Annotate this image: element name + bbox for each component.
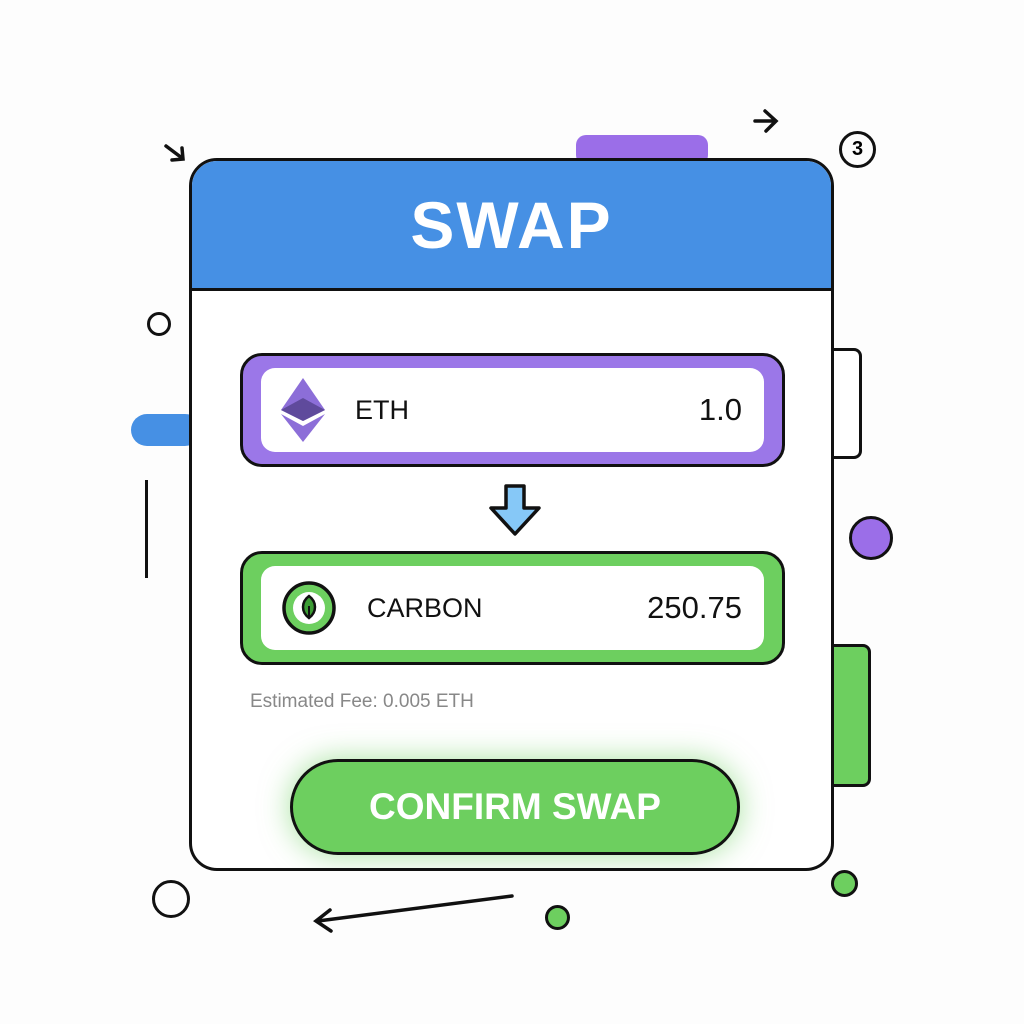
circle-decoration — [152, 880, 190, 918]
from-token-amount[interactable]: 1.0 — [698, 392, 742, 427]
from-token-field[interactable]: ETH 1.0 — [240, 353, 785, 467]
from-token-symbol: ETH — [355, 394, 409, 425]
to-token-amount: 250.75 — [647, 590, 742, 625]
purple-dot-decoration — [849, 516, 893, 560]
to-token-symbol: CARBON — [367, 592, 483, 623]
leaf-icon — [282, 581, 336, 635]
ethereum-icon — [281, 378, 325, 442]
swap-card: SWAP ETH 1.0 CARBON 250.75 Estimated Fee… — [189, 158, 834, 871]
circle-decoration — [147, 312, 171, 336]
arrow-down-icon — [489, 484, 541, 536]
green-dot-decoration — [831, 870, 858, 897]
estimated-fee: Estimated Fee: 0.005 ETH — [250, 691, 474, 712]
vertical-line-decoration — [145, 480, 148, 578]
to-token-field[interactable]: CARBON 250.75 — [240, 551, 785, 665]
step-badge: 3 — [839, 131, 876, 168]
confirm-swap-button[interactable]: CONFIRM SWAP — [290, 759, 740, 855]
card-header: SWAP — [192, 161, 831, 291]
page-title: SWAP — [410, 187, 613, 262]
green-dot-decoration — [545, 905, 570, 930]
